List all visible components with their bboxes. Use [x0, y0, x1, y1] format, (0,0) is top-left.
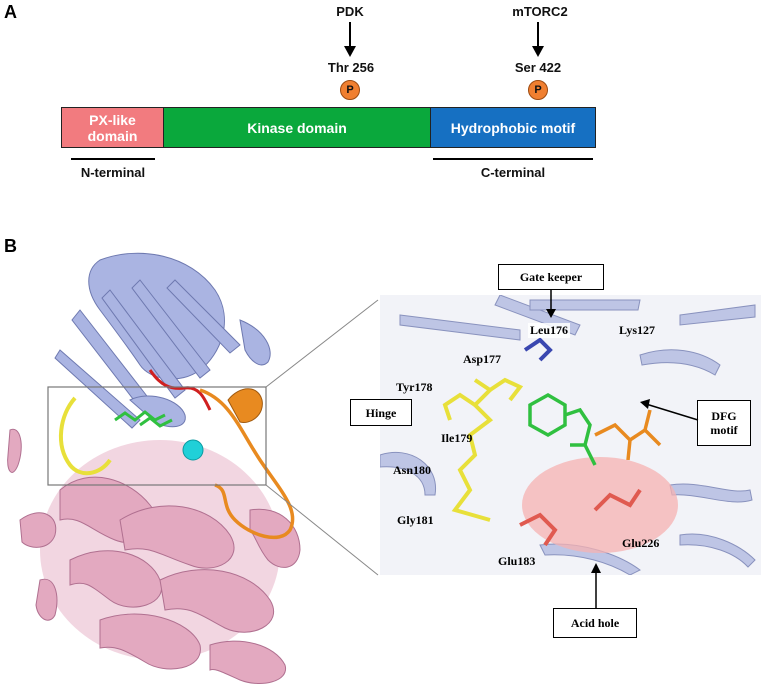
residue-tyr178: Tyr178	[396, 380, 433, 394]
phospho-badge-ser422: P	[528, 80, 548, 100]
c-terminal-line	[433, 158, 593, 160]
residue-asn180: Asn180	[393, 463, 432, 477]
c-lobe	[7, 428, 301, 684]
metal-ion	[182, 439, 204, 461]
atp-ligand	[114, 410, 173, 428]
residue-leu176: Leu176	[528, 323, 571, 338]
px-like-domain-line2: domain	[87, 127, 138, 144]
hydrophobic-motif-domain: Hydrophobic motif	[430, 107, 596, 148]
activation-loop-orange	[199, 388, 295, 540]
dfg-motif-arrow	[640, 399, 699, 421]
residue-lys127: Lys127	[619, 323, 656, 337]
dfg-motif-line1: DFG	[711, 409, 737, 423]
px-like-domain-line1: PX-like	[89, 111, 136, 128]
panel-b-letter: B	[4, 236, 17, 256]
gate-keeper-arrow	[546, 289, 556, 318]
zoom-box	[47, 386, 267, 486]
acid-hole-arrow	[591, 563, 601, 608]
thr256-label: Thr 256	[327, 60, 375, 75]
akt-protein-structure	[7, 252, 379, 684]
acid-hole-label: Acid hole	[553, 608, 637, 638]
residue-asp177: Asp177	[463, 352, 502, 366]
px-like-domain: PX-like domain	[61, 107, 164, 148]
dfg-motif-label: DFG motif	[697, 400, 751, 446]
gate-keeper-label: Gate keeper	[498, 264, 604, 290]
orange-helix	[227, 388, 263, 424]
residue-glu183: Glu183	[498, 554, 536, 568]
n-lobe	[54, 252, 271, 429]
residue-ile179: Ile179	[441, 431, 473, 445]
mtorc2-label: mTORC2	[512, 4, 568, 19]
residue-gly181: Gly181	[397, 513, 434, 527]
panel-a-letter: A	[4, 2, 17, 22]
pdk-label: PDK	[336, 4, 364, 19]
dfg-motif-line2: motif	[710, 423, 738, 437]
kinase-domain: Kinase domain	[163, 107, 431, 148]
residue-glu226: Glu226	[622, 536, 660, 550]
n-terminal-line	[71, 158, 155, 160]
red-loop	[148, 369, 212, 411]
c-terminal-label: C-terminal	[480, 165, 546, 180]
mtorc2-arrow	[532, 22, 544, 57]
hinge-label: Hinge	[350, 399, 412, 426]
phospho-badge-thr256: P	[340, 80, 360, 100]
ser422-label: Ser 422	[514, 60, 562, 75]
hinge-loop	[58, 396, 112, 476]
pdk-arrow	[344, 22, 356, 57]
n-terminal-label: N-terminal	[80, 165, 146, 180]
